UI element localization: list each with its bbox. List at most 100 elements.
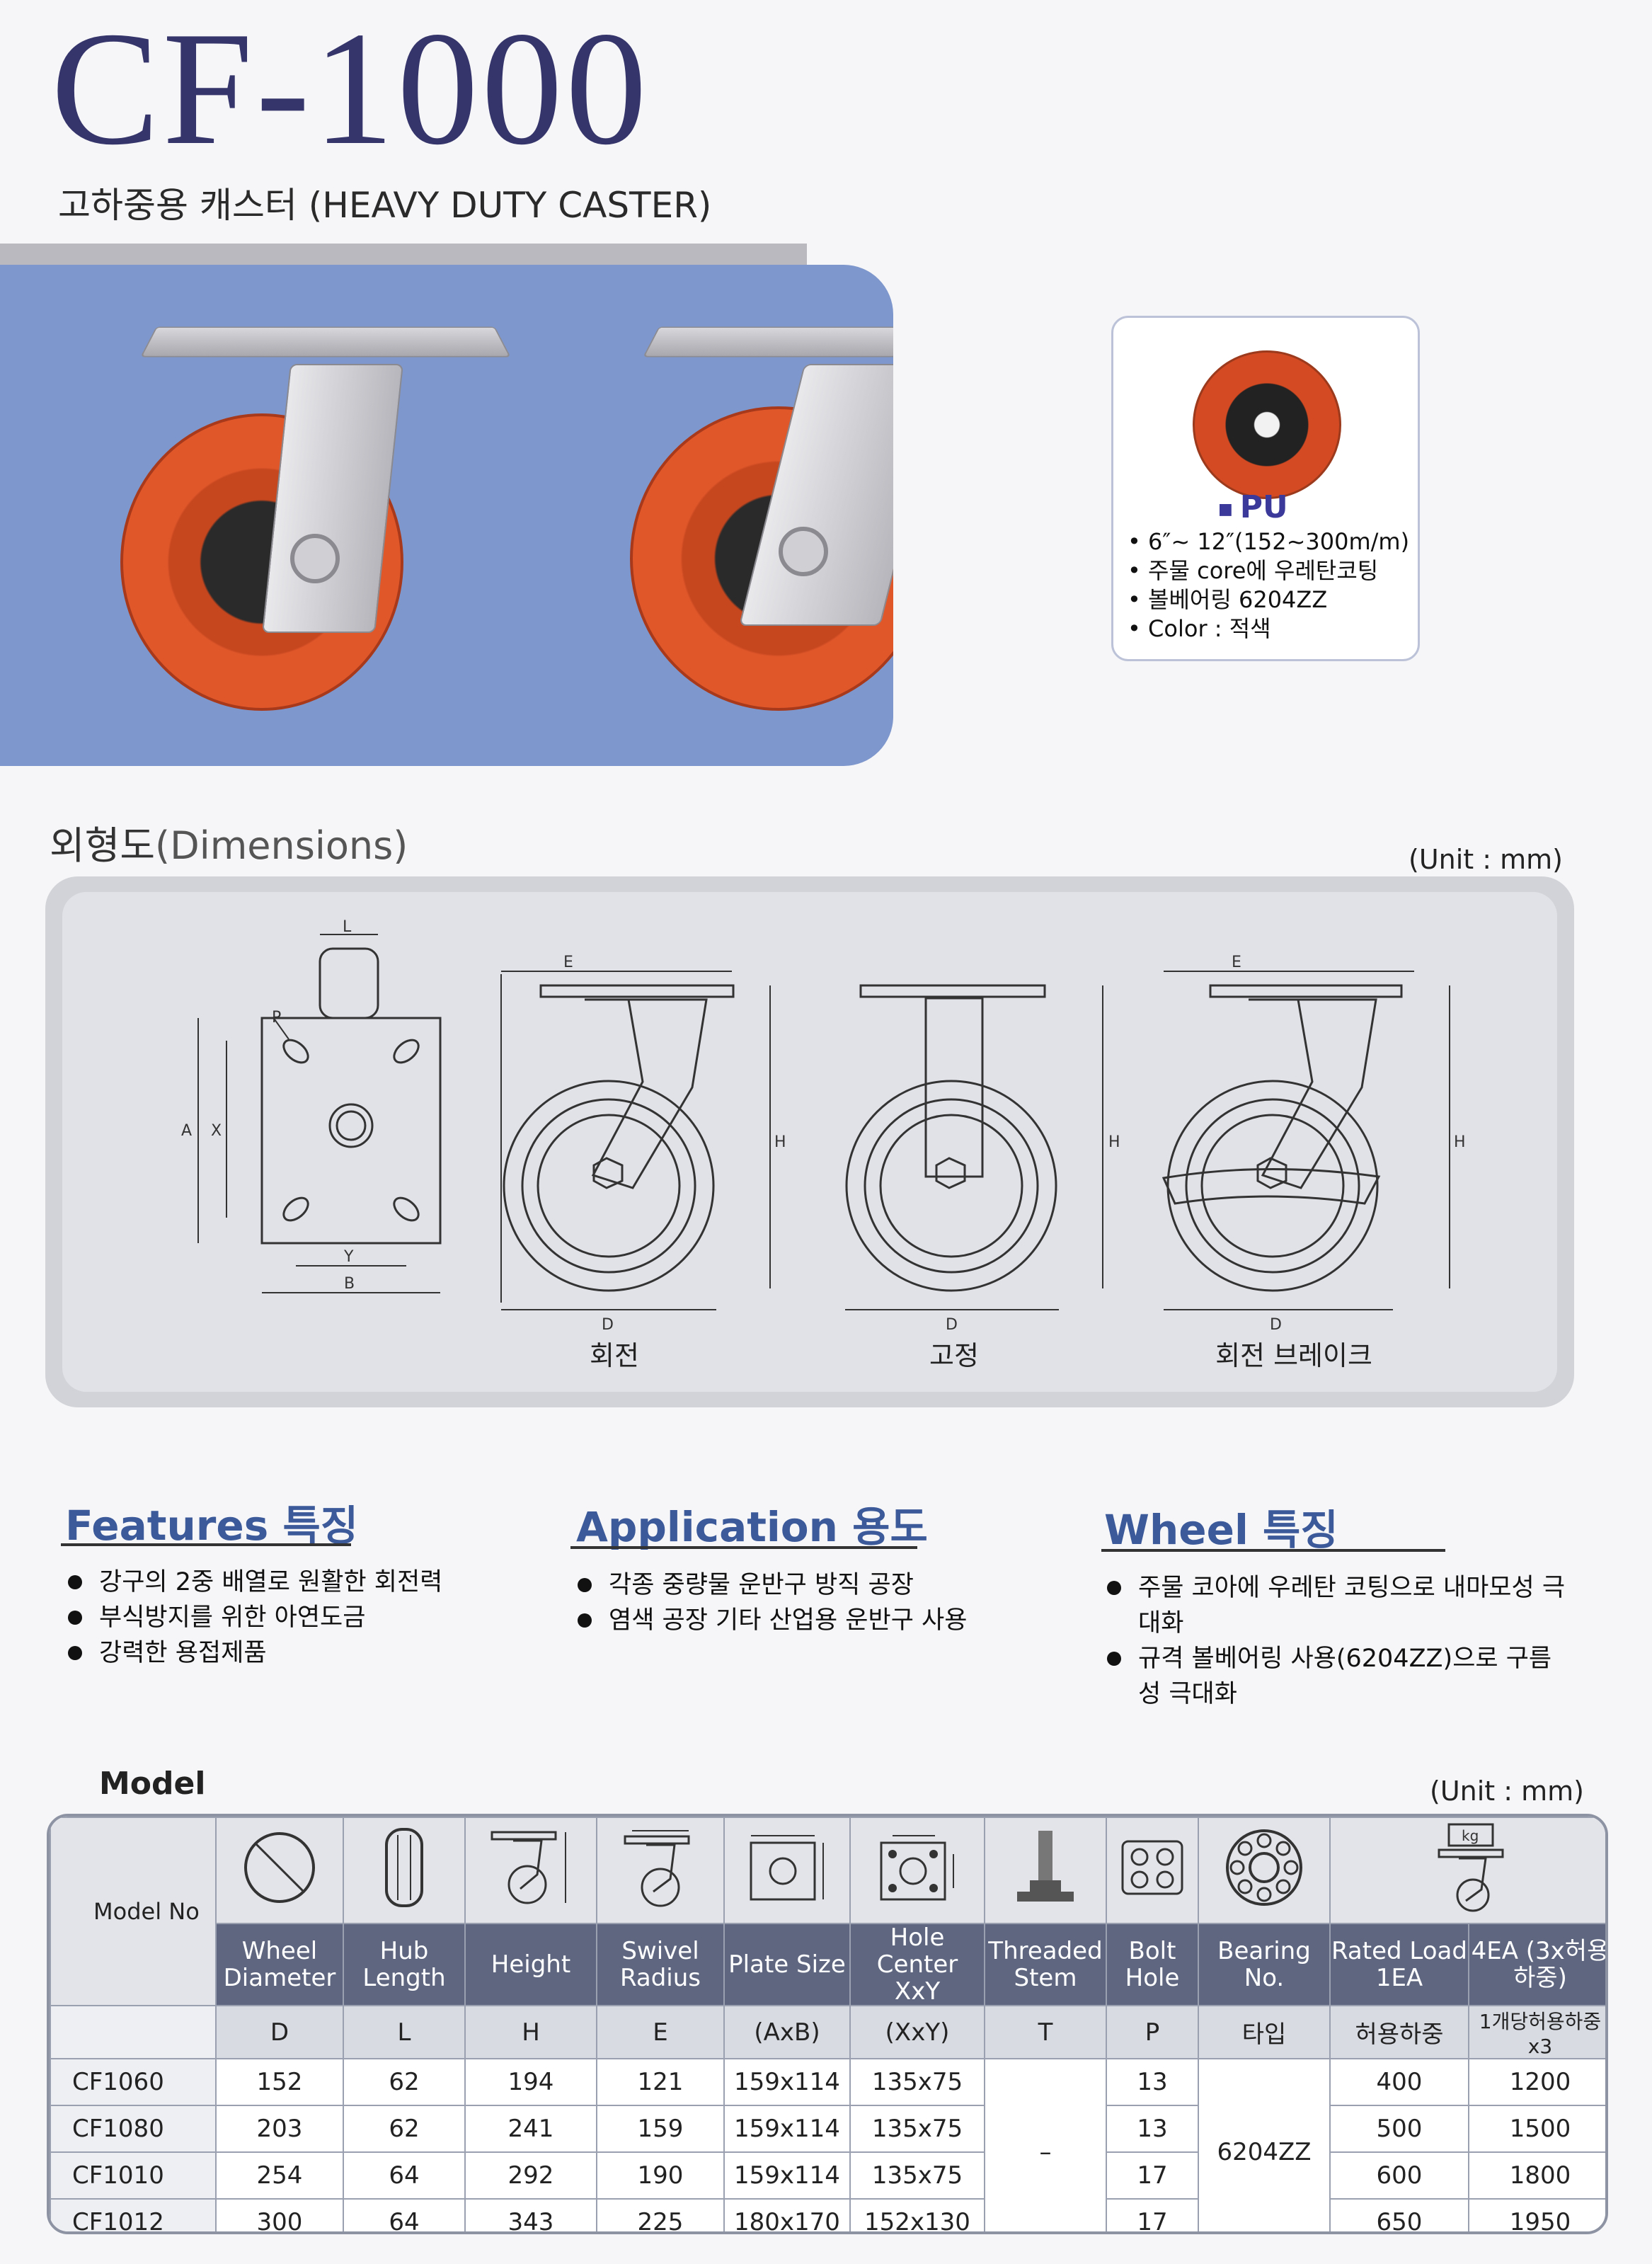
cell-plate: 159x114 (723, 2105, 851, 2153)
cell-hole: 135x75 (849, 2058, 985, 2106)
cell-d: 152 (215, 2058, 344, 2106)
dim-letter-x: X (211, 1122, 222, 1140)
model-table: Model No (47, 1814, 1608, 2234)
dim-letter-b: B (344, 1275, 355, 1293)
pu-spec-item: • Color : 적색 (1128, 615, 1271, 642)
dim-letter-e: E (563, 954, 573, 971)
code-cell: E (596, 2005, 725, 2059)
cell-load: 500 (1329, 2105, 1469, 2153)
wheel-title: Wheel 특징 (1104, 1506, 1338, 1554)
cell-hole: 135x75 (849, 2105, 985, 2153)
code-cell: T (984, 2005, 1107, 2059)
code-cell: 타입 (1198, 2005, 1331, 2059)
feature-item: 부식방지를 위한 아연도금 (65, 1600, 518, 1635)
table-code-row: D L H E (AxB) (XxY) T P 타입 허용하중 1개당허용하중x… (50, 2005, 1605, 2059)
pu-wheel-image (1193, 350, 1341, 499)
col-header-plate-size: Plate Size (723, 1923, 851, 2006)
cell-h: 292 (464, 2151, 597, 2200)
dim-letter-l: L (343, 918, 352, 936)
pu-spec-item: • 6″~ 12″(152~300m/m) (1128, 528, 1410, 555)
wheel-item: 규격 볼베어링 사용(6204ZZ)으로 구름성 극대화 (1104, 1641, 1571, 1712)
code-cell: 1개당허용하중x3 (1468, 2005, 1605, 2059)
swivel-radius-icon (596, 1817, 725, 1924)
cell-e: 159 (596, 2105, 725, 2153)
cell-d: 300 (215, 2198, 344, 2231)
cell-hole: 135x75 (849, 2151, 985, 2200)
cell-plate: 159x114 (723, 2058, 851, 2106)
cell-load: 650 (1329, 2198, 1469, 2231)
cell-hole: 152x130 (849, 2198, 985, 2231)
cell-d: 254 (215, 2151, 344, 2200)
bolt-hole-icon (1106, 1817, 1199, 1924)
cell-load4: 1800 (1468, 2151, 1605, 2200)
hub-length-icon (343, 1817, 466, 1924)
model-cell: CF1060 (50, 2058, 217, 2106)
page-subtitle: 고하중용 캐스터 (HEAVY DUTY CASTER) (58, 185, 712, 226)
cell-p: 17 (1106, 2151, 1199, 2200)
cell-load: 400 (1329, 2058, 1469, 2106)
col-header-height: Height (464, 1923, 597, 2006)
cell-e: 121 (596, 2058, 725, 2106)
cell-load4: 1200 (1468, 2058, 1605, 2106)
features-underline (61, 1543, 351, 1546)
code-cell: D (215, 2005, 344, 2059)
pu-wheel-info-box: ■PU • 6″~ 12″(152~300m/m) • 주물 core에 우레탄… (1111, 316, 1420, 661)
col-header-hole-center: Hole Center XxY (849, 1923, 985, 2006)
model-cell: CF1080 (50, 2105, 217, 2153)
dim-letter-d: D (946, 1316, 958, 1334)
col-header-bearing-no: Bearing No. (1198, 1923, 1331, 2006)
cell-e: 190 (596, 2151, 725, 2200)
table-row: CF1080 203 62 241 159 159x114 135x75 13 … (50, 2105, 1605, 2153)
cell-load: 600 (1329, 2151, 1469, 2200)
fork-rigid-view (924, 997, 984, 1178)
view-label-swivel: 회전 (590, 1340, 639, 1371)
caster-top-plate (643, 326, 893, 358)
application-list: 각종 중량물 운반구 방직 공장 염색 공장 기타 산업용 운반구 사용 (575, 1567, 1056, 1638)
table-icon-row: Model No (50, 1817, 1605, 2006)
threaded-stem-icon (984, 1817, 1107, 1924)
height-icon (464, 1817, 597, 1924)
col-header-wheel-diameter: Wheel Diameter (215, 1923, 344, 2006)
dim-letter-h: H (1108, 1133, 1120, 1151)
dimensions-drawing-box: L P A X Y B E H D H D E H D 회전 고정 회전 브레이… (45, 876, 1574, 1407)
plate-size-icon (723, 1817, 851, 1924)
dim-letter-h: H (1454, 1133, 1466, 1151)
application-underline (570, 1546, 917, 1549)
cell-stem: – (984, 2058, 1107, 2231)
cell-h: 241 (464, 2105, 597, 2153)
features-title: Features 특징 (65, 1502, 359, 1550)
code-cell: P (1106, 2005, 1199, 2059)
code-cell: 허용하중 (1329, 2005, 1469, 2059)
dimensions-title: 외형도(Dimensions) (50, 823, 408, 868)
dim-letter-d: D (1270, 1316, 1282, 1334)
plate-top-view (260, 1017, 442, 1245)
dim-letter-h: H (774, 1133, 786, 1151)
cell-l: 64 (343, 2151, 466, 2200)
dimension-drawings: L P A X Y B E H D H D E H D (181, 918, 1466, 1334)
col-header-rated-load: Rated Load 1EA (1329, 1923, 1469, 2006)
col-header-threaded-stem: Threaded Stem (984, 1923, 1107, 2006)
dim-letter-y: Y (343, 1248, 354, 1266)
application-item: 각종 중량물 운반구 방직 공장 (575, 1567, 1056, 1603)
cell-p: 13 (1106, 2058, 1199, 2106)
plate-brake-view (1209, 984, 1403, 998)
cell-load4: 1950 (1468, 2198, 1605, 2231)
cell-l: 64 (343, 2198, 466, 2231)
col-header-hub-length: Hub Length (343, 1923, 466, 2006)
brake-lever (1161, 1168, 1381, 1205)
model-spec-table: Model No (50, 1817, 1605, 2231)
svg-text:kg: kg (1462, 1827, 1479, 1844)
cell-p: 13 (1106, 2105, 1199, 2153)
wheel-item: 주물 코아에 우레탄 코팅으로 내마모성 극대화 (1104, 1570, 1571, 1641)
caster-top-plate (140, 326, 511, 358)
feature-item: 강구의 2중 배열로 원활한 회전력 (65, 1565, 518, 1600)
caster-photo-swivel-side (623, 321, 893, 746)
col-header-swivel-radius: Swivel Radius (596, 1923, 725, 2006)
plate-side-view (539, 984, 735, 998)
feature-item: 강력한 용접제품 (65, 1635, 518, 1671)
square-bullet-icon: ■ (1218, 500, 1233, 518)
code-cell: L (343, 2005, 466, 2059)
cell-h: 343 (464, 2198, 597, 2231)
cell-e: 225 (596, 2198, 725, 2231)
view-label-rigid: 고정 (929, 1340, 979, 1371)
